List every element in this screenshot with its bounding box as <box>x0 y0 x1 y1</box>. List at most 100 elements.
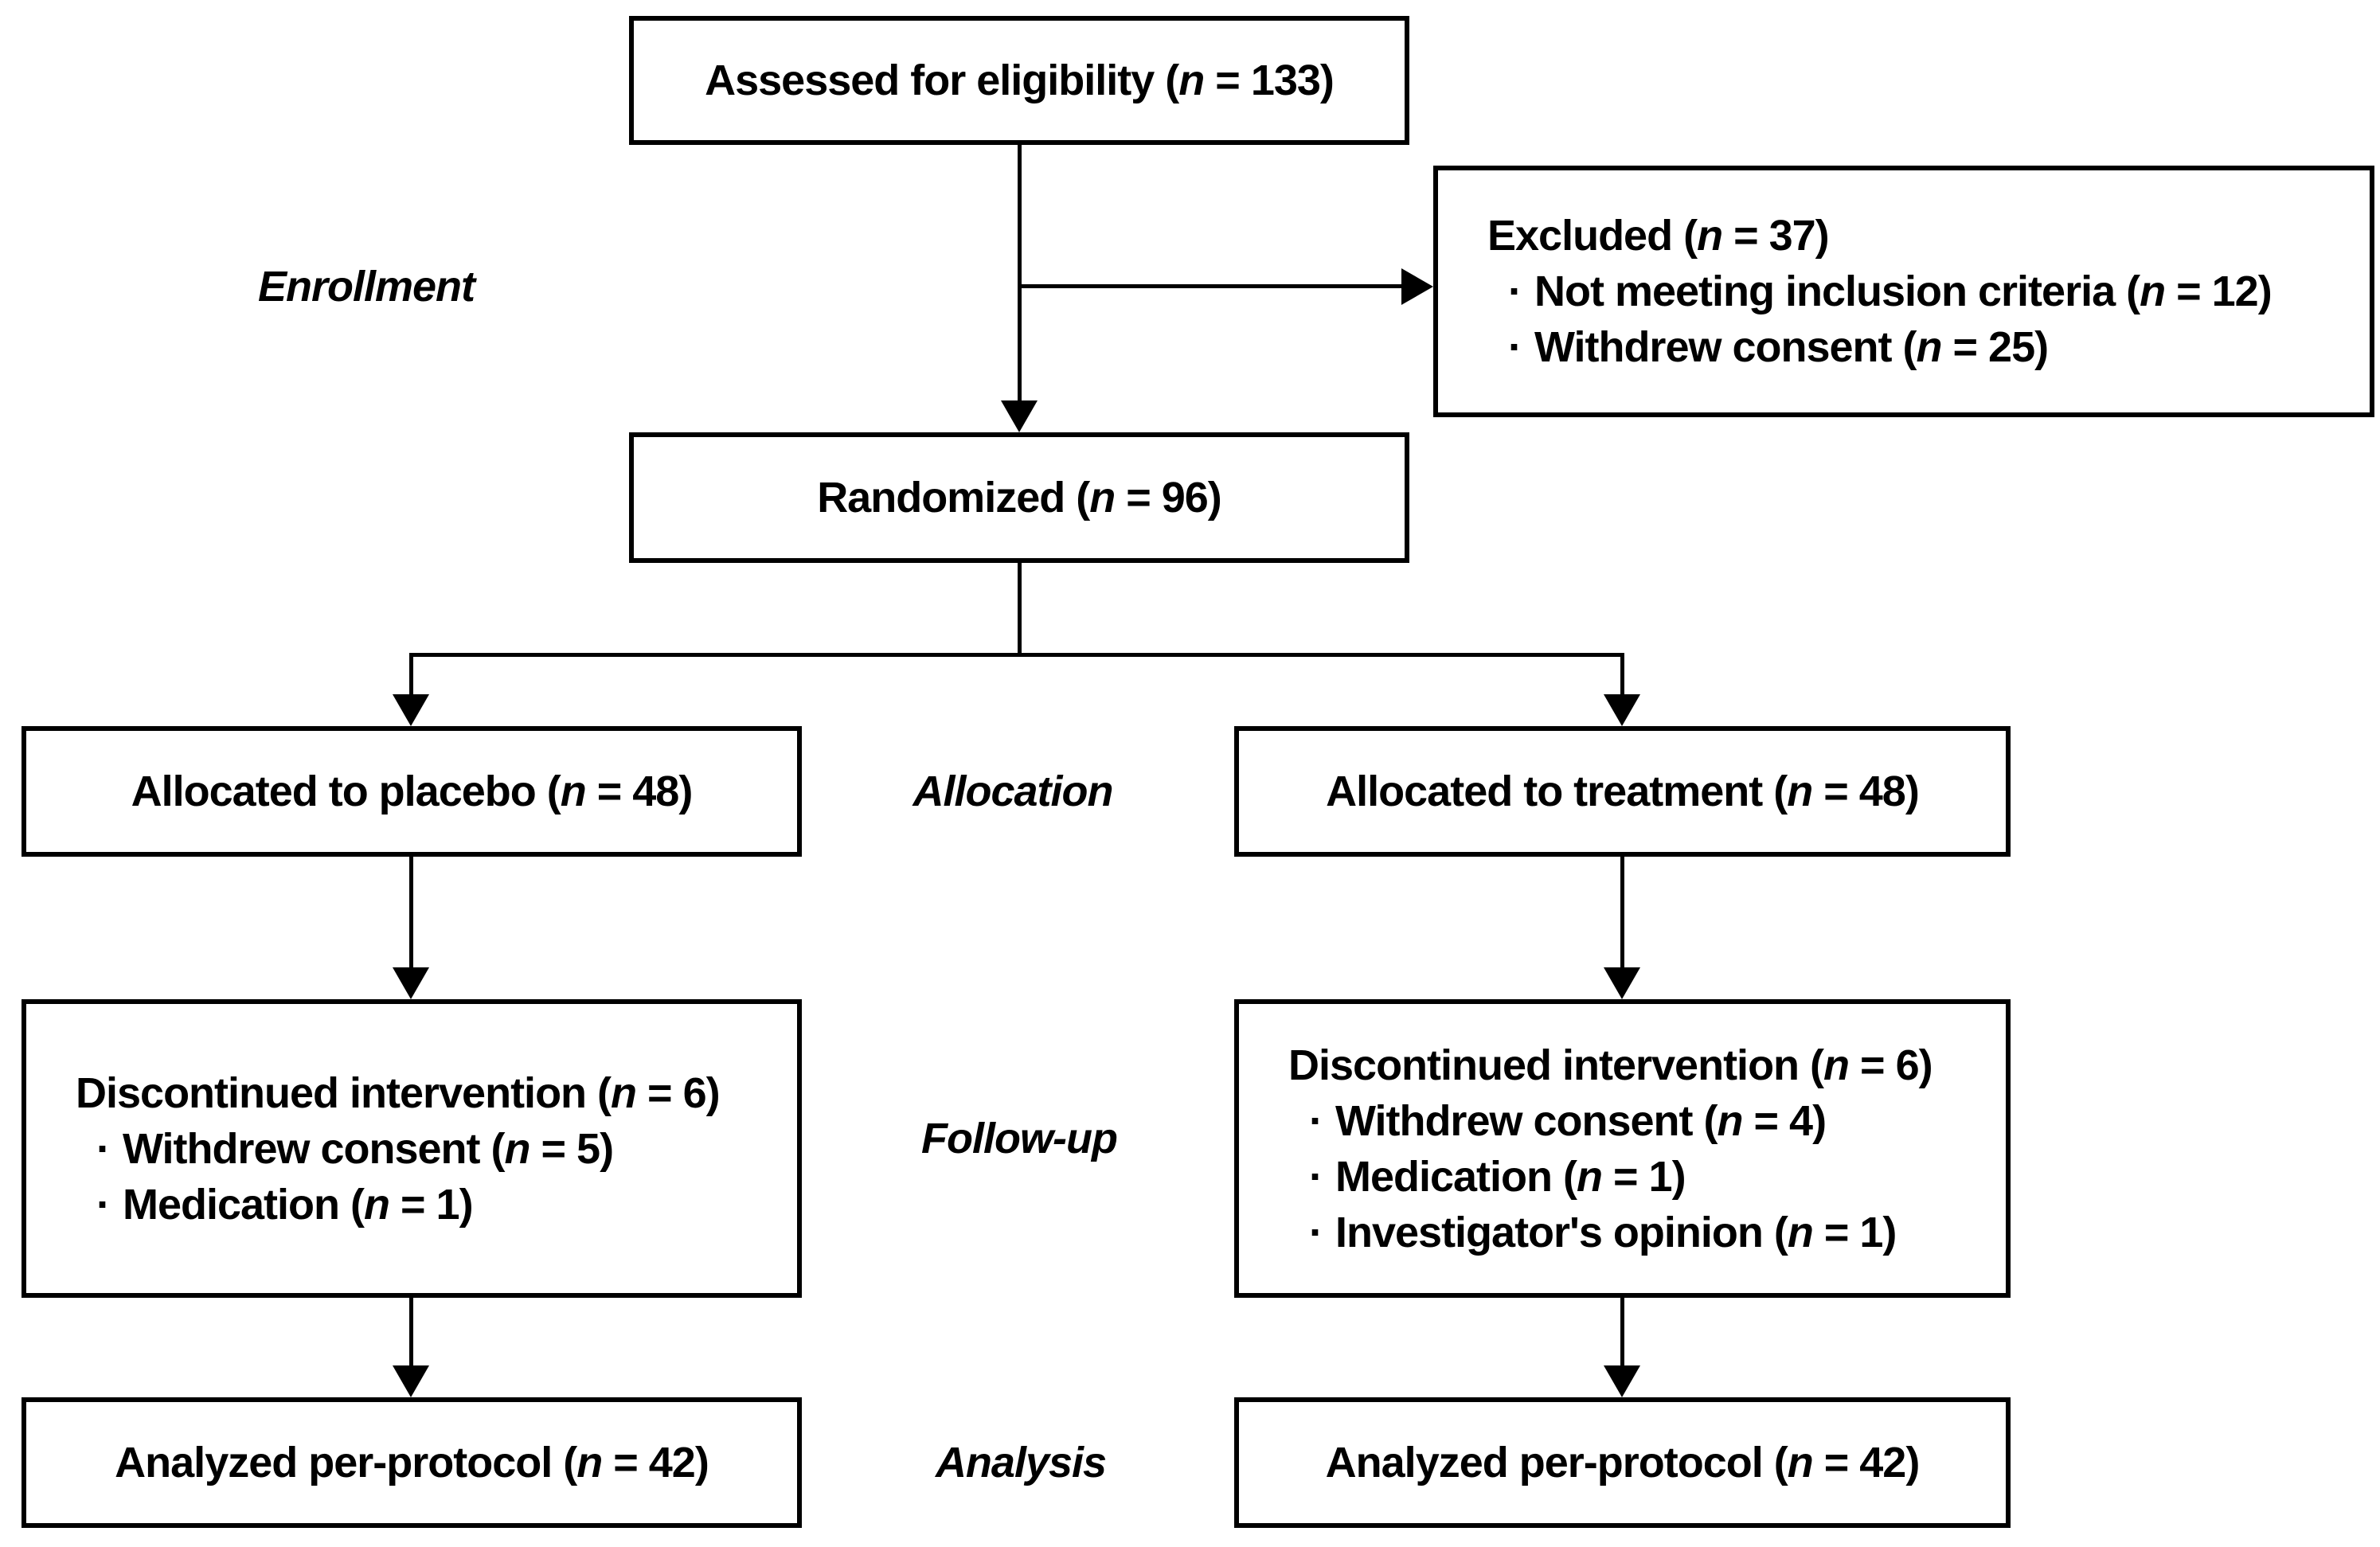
arrowhead-down-allocated-placebo <box>393 694 429 726</box>
connector-to-excluded <box>1019 284 1401 288</box>
box-text-line: Allocated to treatment (n = 48) <box>1326 764 1920 819</box>
arrowhead-down-discontinued-treatment <box>1604 967 1640 999</box>
box-allocated-treatment: Allocated to treatment (n = 48) <box>1234 726 2011 857</box>
text-pre: Discontinued intervention ( <box>1288 1041 1824 1089</box>
text-post: = 42) <box>1812 1439 1921 1486</box>
connector-split-to-treatment <box>1620 653 1624 694</box>
box-text-line: ·Withdrew consent (n = 5) <box>76 1121 615 1177</box>
text-post: = 48) <box>585 768 694 815</box>
bullet-dot: · <box>96 1180 111 1229</box>
connector-discontinued-to-analyzed-treatment <box>1620 1298 1624 1365</box>
arrowhead-down-analyzed-placebo <box>393 1365 429 1397</box>
n-variable: n <box>364 1180 390 1229</box>
box-text-line: ·Medication (n = 1) <box>76 1177 474 1233</box>
n-variable: n <box>1697 212 1723 260</box>
n-variable: n <box>1787 768 1813 815</box>
text-pre: Analyzed per-protocol ( <box>115 1439 577 1486</box>
text-pre: Allocated to treatment ( <box>1326 768 1788 815</box>
box-text-line: Analyzed per-protocol (n = 42) <box>115 1435 709 1490</box>
text-post: = 42) <box>602 1439 709 1486</box>
text-post: = 5) <box>530 1124 615 1173</box>
n-variable: n <box>1787 1439 1814 1486</box>
text-pre: Investigator's opinion ( <box>1335 1208 1788 1256</box>
connector-randomized-to-split <box>1018 563 1022 657</box>
box-text-line: ·Withdrew consent (n = 4) <box>1288 1093 1827 1149</box>
n-variable: n <box>504 1124 531 1173</box>
n-variable: n <box>1787 1208 1814 1256</box>
text-post: = 25) <box>1941 323 2050 371</box>
box-assessed-eligibility: Assessed for eligibility (n = 133) <box>629 16 1409 145</box>
box-text-line: Excluded (n = 37) <box>1487 208 1830 264</box>
box-analyzed-treatment: Analyzed per-protocol (n = 42) <box>1234 1397 2011 1528</box>
text-pre: Randomized ( <box>817 474 1090 522</box>
box-text-line: Discontinued intervention (n = 6) <box>1288 1037 1933 1093</box>
text-post: = 96) <box>1115 474 1222 522</box>
box-text-line: Randomized (n = 96) <box>817 470 1222 525</box>
box-text-line: Discontinued intervention (n = 6) <box>76 1065 721 1121</box>
text-pre: Medication ( <box>1335 1152 1577 1201</box>
bullet-dot: · <box>1309 1152 1323 1201</box>
n-variable: n <box>1577 1152 1603 1201</box>
n-variable: n <box>1178 57 1205 104</box>
bullet-dot: · <box>1508 323 1522 371</box>
text-post: = 133) <box>1204 57 1335 104</box>
box-text-line: Assessed for eligibility (n = 133) <box>705 53 1335 108</box>
text-post: = 6) <box>636 1068 721 1117</box>
arrowhead-down-allocated-treatment <box>1604 694 1640 726</box>
text-pre: Withdrew consent ( <box>1335 1096 1718 1145</box>
n-variable: n <box>2140 268 2166 315</box>
text-pre: Withdrew consent ( <box>122 1124 506 1173</box>
n-variable: n <box>1823 1041 1850 1089</box>
n-variable: n <box>1089 474 1116 522</box>
text-post: = 48) <box>1812 768 1920 815</box>
text-pre: Withdrew consent ( <box>1534 323 1917 371</box>
text-post: = 37) <box>1722 212 1830 260</box>
text-pre: Discontinued intervention ( <box>76 1068 612 1117</box>
box-text-line: Allocated to placebo (n = 48) <box>131 764 694 819</box>
text-post: = 6) <box>1849 1041 1933 1089</box>
box-discontinued-treatment: Discontinued intervention (n = 6) ·Withd… <box>1234 999 2011 1298</box>
arrowhead-down-randomized <box>1001 400 1038 432</box>
connector-treatment-to-discontinued <box>1620 857 1624 967</box>
connector-split-bar <box>409 653 1624 657</box>
text-post: = 1) <box>389 1180 474 1229</box>
box-text-line: ·Medication (n = 1) <box>1288 1149 1686 1205</box>
box-text-line: ·Withdrew consent (n = 25) <box>1487 319 2050 375</box>
text-pre: Medication ( <box>122 1180 365 1229</box>
connector-placebo-to-discontinued <box>409 857 413 967</box>
bullet-dot: · <box>1309 1208 1323 1256</box>
text-post: = 1) <box>1812 1208 1897 1256</box>
box-excluded: Excluded (n = 37) ·Not meeting inclusion… <box>1433 166 2374 417</box>
n-variable: n <box>1717 1096 1744 1145</box>
arrowhead-down-analyzed-treatment <box>1604 1365 1640 1397</box>
box-analyzed-placebo: Analyzed per-protocol (n = 42) <box>21 1397 802 1528</box>
text-pre: Allocated to placebo ( <box>131 768 561 815</box>
box-randomized: Randomized (n = 96) <box>629 432 1409 563</box>
stage-label-followup: Follow-up <box>921 1115 1118 1162</box>
n-variable: n <box>560 768 587 815</box>
box-discontinued-placebo: Discontinued intervention (n = 6) ·Withd… <box>21 999 802 1298</box>
bullet-dot: · <box>96 1124 111 1173</box>
text-pre: Not meeting inclusion criteria ( <box>1534 268 2140 315</box>
arrowhead-right-excluded <box>1401 268 1433 305</box>
text-post: = 4) <box>1742 1096 1827 1145</box>
box-allocated-placebo: Allocated to placebo (n = 48) <box>21 726 802 857</box>
arrowhead-down-discontinued-placebo <box>393 967 429 999</box>
box-text-line: ·Investigator's opinion (n = 1) <box>1288 1205 1897 1260</box>
n-variable: n <box>576 1439 603 1486</box>
connector-discontinued-to-analyzed-placebo <box>409 1298 413 1365</box>
text-post: = 1) <box>1602 1152 1686 1201</box>
stage-label-enrollment: Enrollment <box>257 263 475 311</box>
text-pre: Analyzed per-protocol ( <box>1325 1439 1788 1486</box>
stage-label-allocation: Allocation <box>913 768 1113 815</box>
n-variable: n <box>611 1068 637 1117</box>
text-post: = 12) <box>2165 268 2273 315</box>
box-text-line: Analyzed per-protocol (n = 42) <box>1325 1435 1921 1490</box>
stage-label-analysis: Analysis <box>935 1439 1107 1486</box>
bullet-dot: · <box>1309 1096 1323 1145</box>
box-text-line: · Not meeting inclusion criteria (n = 12) <box>1487 264 2273 319</box>
bullet-dot: · <box>1508 268 1522 315</box>
text-pre: Excluded ( <box>1487 212 1698 260</box>
connector-assessed-to-randomized <box>1018 145 1022 400</box>
